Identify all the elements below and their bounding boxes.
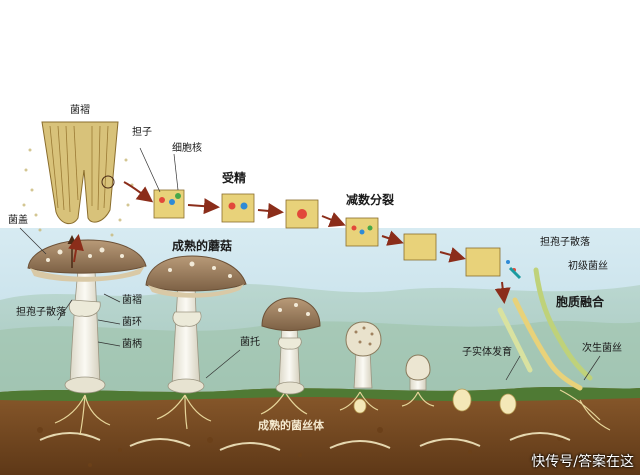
label-secondary-hyphae: 次生菌丝 bbox=[582, 343, 622, 354]
young-mushroom-5 bbox=[405, 354, 431, 391]
basidium-stage-1 bbox=[153, 189, 185, 219]
label-volva: 菌托 bbox=[240, 337, 260, 348]
soil-texture bbox=[37, 427, 612, 467]
basidium-stage-4 bbox=[345, 217, 379, 247]
label-gill-lower: 菌褶 bbox=[122, 295, 142, 306]
label-primary-hyphae: 初级菌丝 bbox=[568, 261, 608, 272]
label-ring: 菌环 bbox=[122, 317, 142, 328]
sky-background bbox=[0, 228, 640, 400]
young-mushroom-3 bbox=[261, 297, 321, 395]
basidium-stage-5 bbox=[403, 233, 437, 261]
label-gill-top: 菌褶 bbox=[70, 105, 90, 116]
basidium-stage-3 bbox=[285, 199, 319, 229]
basidium-stage-2 bbox=[221, 193, 255, 223]
label-mature-mushroom: 成熟的蘑菇 bbox=[172, 239, 233, 253]
mature-mushroom-large bbox=[27, 239, 147, 394]
label-basidium: 担子 bbox=[132, 127, 152, 138]
hyphae-strands bbox=[497, 267, 593, 391]
label-fruiting-body-development: 子实体发育 bbox=[462, 347, 512, 358]
mycelium-flow-arrows bbox=[39, 432, 571, 451]
label-spore-dispersal-left: 担孢子散落 bbox=[16, 307, 66, 318]
watermark: 快传号/答案在这 bbox=[531, 454, 634, 470]
gill-detail-illustration bbox=[22, 121, 134, 268]
label-stipe: 菌柄 bbox=[122, 339, 142, 350]
basidium-stage-6 bbox=[465, 247, 516, 277]
cycle-arrows bbox=[68, 181, 511, 304]
young-mushroom-4 bbox=[345, 321, 382, 389]
label-fertilization: 受精 bbox=[222, 171, 247, 185]
leader-lines bbox=[19, 147, 601, 381]
mature-mushroom-medium bbox=[145, 255, 247, 394]
label-nucleus: 细胞核 bbox=[172, 143, 202, 154]
label-meiosis: 减数分裂 bbox=[346, 193, 395, 207]
spore-indicator bbox=[508, 266, 522, 280]
basidia-stages bbox=[153, 189, 516, 277]
underground-hyphae bbox=[54, 389, 611, 436]
label-spore-dispersal-right: 担孢子散落 bbox=[540, 237, 590, 248]
soil-layer bbox=[0, 387, 640, 475]
ring-shape bbox=[68, 299, 101, 317]
primordia bbox=[353, 388, 517, 415]
label-cap: 菌盖 bbox=[8, 215, 28, 226]
label-plasmogamy: 胞质融合 bbox=[556, 295, 605, 309]
volva-shape bbox=[64, 376, 106, 394]
label-mature-mycelium: 成熟的菌丝体 bbox=[258, 419, 324, 432]
